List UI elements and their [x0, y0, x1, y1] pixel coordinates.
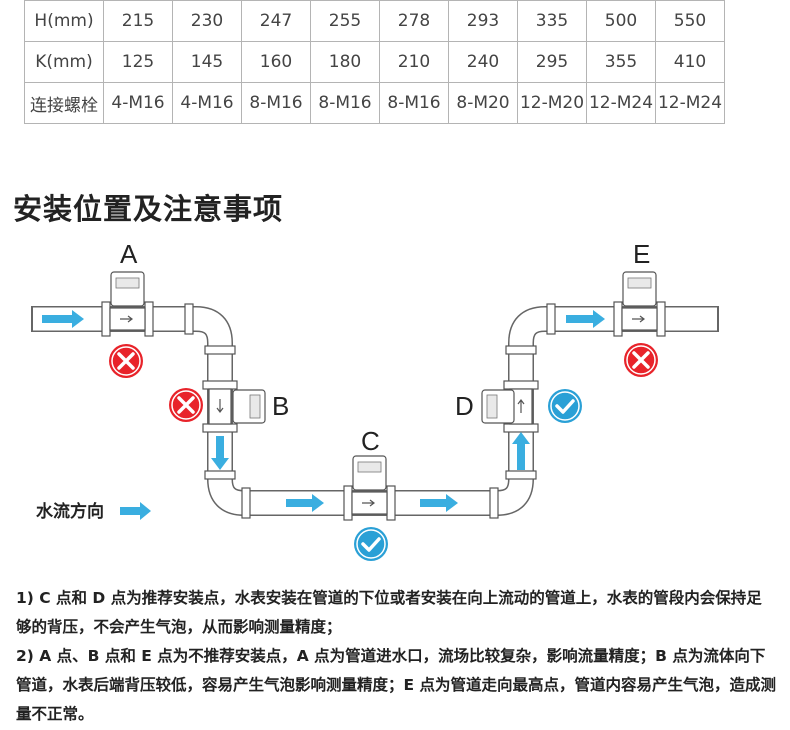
table-row: H(mm) 215 230 247 255 278 293 335 500 55… — [24, 0, 725, 42]
table-cell: 12-M20 — [517, 82, 587, 124]
table-cell: 125 — [103, 41, 173, 83]
table-cell: 180 — [310, 41, 380, 83]
table-cell: 293 — [448, 0, 518, 42]
table-row: K(mm) 125 145 160 180 210 240 295 355 41… — [24, 41, 725, 83]
table-cell: 145 — [172, 41, 242, 83]
flow-arrow-icon — [420, 494, 458, 512]
table-cell: 230 — [172, 0, 242, 42]
water-meter-c — [343, 455, 396, 521]
water-meter-d — [481, 380, 539, 433]
water-meter-b — [202, 380, 266, 433]
table-cell: 12-M24 — [655, 82, 725, 124]
table-cell: 160 — [241, 41, 311, 83]
table-cell: 278 — [379, 0, 449, 42]
table-cell: 4-M16 — [103, 82, 173, 124]
legend-label: 水流方向 — [36, 501, 104, 522]
water-meter-a — [101, 271, 154, 337]
point-label-d: D — [455, 391, 474, 421]
point-label-b: B — [272, 391, 289, 421]
flow-arrow-icon — [286, 494, 324, 512]
table-cell: 295 — [517, 41, 587, 83]
point-label-e: E — [633, 239, 650, 269]
section-title: 安装位置及注意事项 — [13, 192, 284, 226]
table-cell: 8-M16 — [241, 82, 311, 124]
table-cell: 255 — [310, 0, 380, 42]
installation-notes: 1) C 点和 D 点为推荐安装点，水表安装在管道的下位或者安装在向上流动的管道… — [16, 584, 776, 729]
water-meter-e — [613, 271, 666, 337]
installation-diagram: A B C D E 水流方向 — [31, 239, 719, 563]
flow-arrow-icon — [42, 310, 84, 328]
check-mark-icon — [352, 525, 390, 563]
table-cell: 8-M20 — [448, 82, 518, 124]
table-cell: 8-M16 — [379, 82, 449, 124]
note-2: 2) A 点、B 点和 E 点为不推荐安装点，A 点为管道进水口，流场比较复杂，… — [16, 647, 776, 723]
x-mark-icon — [107, 342, 145, 380]
point-label-a: A — [120, 239, 138, 269]
table-cell: 355 — [586, 41, 656, 83]
table-cell: 550 — [655, 0, 725, 42]
row-header: K(mm) — [24, 41, 104, 83]
table-cell: 4-M16 — [172, 82, 242, 124]
table-row: 连接螺栓 4-M16 4-M16 8-M16 8-M16 8-M16 8-M20… — [24, 82, 725, 124]
table-cell: 210 — [379, 41, 449, 83]
flow-direction-legend: 水流方向 — [36, 501, 151, 522]
flow-arrows — [42, 310, 605, 512]
flow-arrow-icon — [120, 502, 151, 520]
flow-arrow-icon — [211, 436, 229, 470]
flow-arrow-icon — [512, 432, 530, 470]
row-header: 连接螺栓 — [24, 82, 104, 124]
table-cell: 215 — [103, 0, 173, 42]
x-mark-icon — [167, 386, 205, 424]
x-mark-icon — [622, 341, 660, 379]
note-1: 1) C 点和 D 点为推荐安装点，水表安装在管道的下位或者安装在向上流动的管道… — [16, 589, 762, 636]
table-cell: 240 — [448, 41, 518, 83]
spec-table: H(mm) 215 230 247 255 278 293 335 500 55… — [24, 0, 725, 124]
table-cell: 8-M16 — [310, 82, 380, 124]
table-cell: 500 — [586, 0, 656, 42]
table-cell: 335 — [517, 0, 587, 42]
table-cell: 247 — [241, 0, 311, 42]
point-label-c: C — [361, 426, 380, 456]
row-header: H(mm) — [24, 0, 104, 42]
table-cell: 12-M24 — [586, 82, 656, 124]
table-cell: 410 — [655, 41, 725, 83]
check-mark-icon — [546, 387, 584, 425]
flow-arrow-icon — [566, 310, 605, 328]
